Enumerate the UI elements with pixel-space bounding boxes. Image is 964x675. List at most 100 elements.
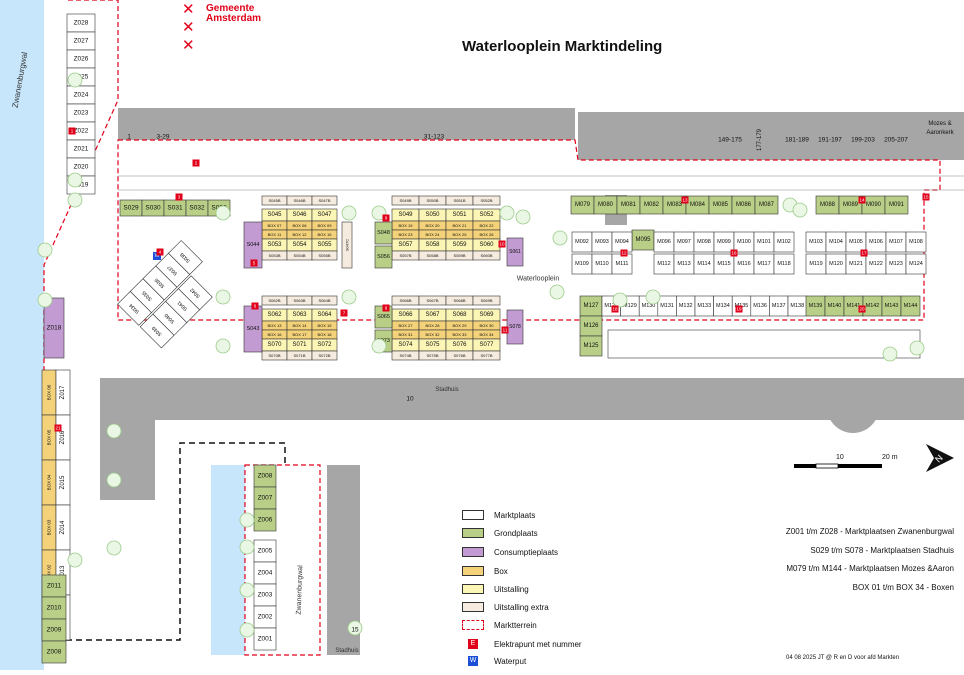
stall-z027[interactable]: Z027 [66,31,96,51]
stall-box-15[interactable]: BOX 15 [311,229,338,240]
stall-m105[interactable]: M105 [845,231,867,253]
stall-s076[interactable]: S076 [445,338,474,352]
stall-s070[interactable]: S070 [261,338,288,352]
stall-s057[interactable]: S057 [391,238,420,252]
stall-m126[interactable]: M126 [579,315,603,337]
stall-box-15[interactable]: BOX 15 [311,320,338,331]
stall-m107[interactable]: M107 [885,231,907,253]
elektrapunt-icon[interactable]: 18 [611,305,619,313]
stall-s057b[interactable]: S057B [391,250,420,261]
stall-box-14[interactable]: BOX 14 [286,320,313,331]
stall-s041[interactable]: S041 [165,288,201,323]
stall-m093[interactable]: M093 [591,231,613,253]
elektrapunt-icon[interactable]: 4 [156,248,164,256]
stall-s075b[interactable]: S075B [418,350,447,361]
stall-box-23[interactable]: BOX 23 [391,229,420,240]
stall-box-07[interactable]: BOX 07 [261,220,288,231]
stall-s045b[interactable]: S045B [261,195,288,206]
stall-m136[interactable]: M136 [750,295,770,317]
stall-m108[interactable]: M108 [905,231,927,253]
stall-box-13[interactable]: BOX 13 [261,320,288,331]
stall-s058[interactable]: S058 [418,238,447,252]
stall-box-25[interactable]: BOX 25 [445,229,474,240]
stall-z014[interactable]: Z014 [55,504,71,551]
stall-z023[interactable]: Z023 [66,103,96,123]
stall-s075[interactable]: S075 [418,338,447,352]
stall-m134[interactable]: M134 [713,295,733,317]
stall-s048[interactable]: S048 [374,221,393,245]
stall-m131[interactable]: M131 [657,295,677,317]
stall-m106[interactable]: M106 [865,231,887,253]
stall-box-16[interactable]: BOX 16 [261,329,288,340]
stall-m118[interactable]: M118 [773,253,795,275]
stall-m098[interactable]: M098 [693,231,715,253]
stall-m094[interactable]: M094 [611,231,633,253]
stall-s047c[interactable]: S047C [341,221,353,269]
stall-s069[interactable]: S069 [472,308,501,322]
stall-m085[interactable]: M085 [708,195,733,215]
stall-s047[interactable]: S047 [311,208,338,222]
stall-m119[interactable]: M119 [805,253,827,275]
elektrapunt-icon[interactable]: 20 [858,305,866,313]
stall-m086[interactable]: M086 [731,195,756,215]
stall-m141[interactable]: M141 [843,295,864,317]
stall-s058b[interactable]: S058B [418,250,447,261]
stall-s071[interactable]: S071 [286,338,313,352]
stall-box-20[interactable]: BOX 20 [418,220,447,231]
stall-z007[interactable]: Z007 [253,486,277,510]
stall-box-08[interactable]: BOX 08 [286,220,313,231]
stall-m110[interactable]: M110 [591,253,613,275]
stall-m101[interactable]: M101 [753,231,775,253]
stall-m125[interactable]: M125 [579,335,603,357]
stall-m127[interactable]: M127 [579,295,603,317]
stall-s038[interactable]: S038 [168,240,203,275]
stall-m123[interactable]: M123 [885,253,907,275]
stall-box-34[interactable]: BOX 34 [472,329,501,340]
stall-s055[interactable]: S055 [311,238,338,252]
stall-s050[interactable]: S050 [418,208,447,222]
stall-s052b[interactable]: S052B [472,195,501,206]
stall-m095[interactable]: M095 [631,229,655,251]
stall-s061[interactable]: S061 [506,237,524,267]
stall-m120[interactable]: M120 [825,253,847,275]
stall-m143[interactable]: M143 [881,295,902,317]
stall-z026[interactable]: Z026 [66,49,96,69]
stall-box-11[interactable]: BOX 11 [261,229,288,240]
stall-s074[interactable]: S074 [391,338,420,352]
stall-s050b[interactable]: S050B [418,195,447,206]
stall-s062b[interactable]: S062B [261,295,288,306]
stall-m115[interactable]: M115 [713,253,735,275]
stall-s072b[interactable]: S072B [311,350,338,361]
stall-s077[interactable]: S077 [472,338,501,352]
elektrapunt-icon[interactable]: 17 [860,249,868,257]
stall-s066b[interactable]: S066B [391,295,420,306]
stall-s043[interactable]: S043 [243,305,263,353]
stall-s051[interactable]: S051 [445,208,474,222]
stall-s054[interactable]: S054 [286,238,313,252]
stall-s039[interactable]: S039 [139,313,175,349]
stall-m089[interactable]: M089 [838,195,863,215]
stall-m087[interactable]: M087 [754,195,779,215]
stall-s069b[interactable]: S069B [472,295,501,306]
stall-s076b[interactable]: S076B [445,350,474,361]
stall-z009[interactable]: Z009 [41,618,67,642]
stall-z010[interactable]: Z010 [41,596,67,620]
stall-s056[interactable]: S056 [374,245,393,269]
stall-s032[interactable]: S032 [185,199,209,217]
stall-z006[interactable]: Z006 [253,508,277,532]
stall-box-19[interactable]: BOX 19 [391,220,420,231]
stall-s046[interactable]: S046 [286,208,313,222]
elektrapunt-icon[interactable]: 15 [922,193,930,201]
stall-m121[interactable]: M121 [845,253,867,275]
stall-s053[interactable]: S053 [261,238,288,252]
stall-s030[interactable]: S030 [141,199,165,217]
stall-box-33[interactable]: BOX 33 [445,329,474,340]
stall-s042[interactable]: S042 [177,275,213,311]
stall-z004[interactable]: Z004 [253,561,277,585]
stall-m144[interactable]: M144 [900,295,921,317]
stall-m124[interactable]: M124 [905,253,927,275]
stall-z008[interactable]: Z008 [41,640,67,664]
stall-z028[interactable]: Z028 [66,13,96,33]
stall-z015[interactable]: Z015 [55,459,71,506]
elektrapunt-icon[interactable]: 16 [730,249,738,257]
